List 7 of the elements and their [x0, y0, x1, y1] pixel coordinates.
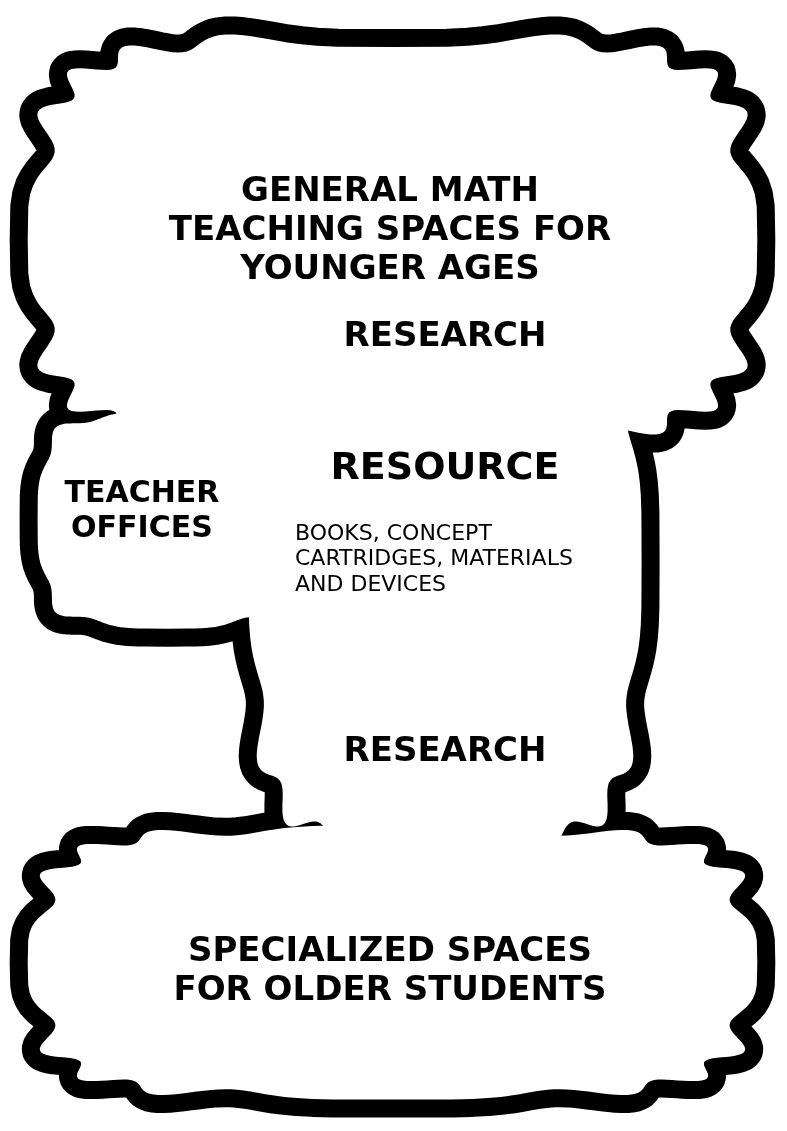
- area-label: RESOURCE: [329, 445, 561, 489]
- space-label: GENERAL MATH TEACHING SPACES FOR YOUNGER AGES: [167, 170, 613, 288]
- area-label: RESEARCH: [342, 315, 548, 355]
- contents-text: BOOKS, CONCEPT CARTRIDGES, MATERIALS AND DEVICES: [295, 520, 574, 596]
- space-label: SPECIALIZED SPACES FOR OLDER STUDENTS: [172, 930, 608, 1009]
- area-label: RESEARCH: [342, 730, 548, 770]
- office-label: TEACHER OFFICES: [63, 475, 221, 544]
